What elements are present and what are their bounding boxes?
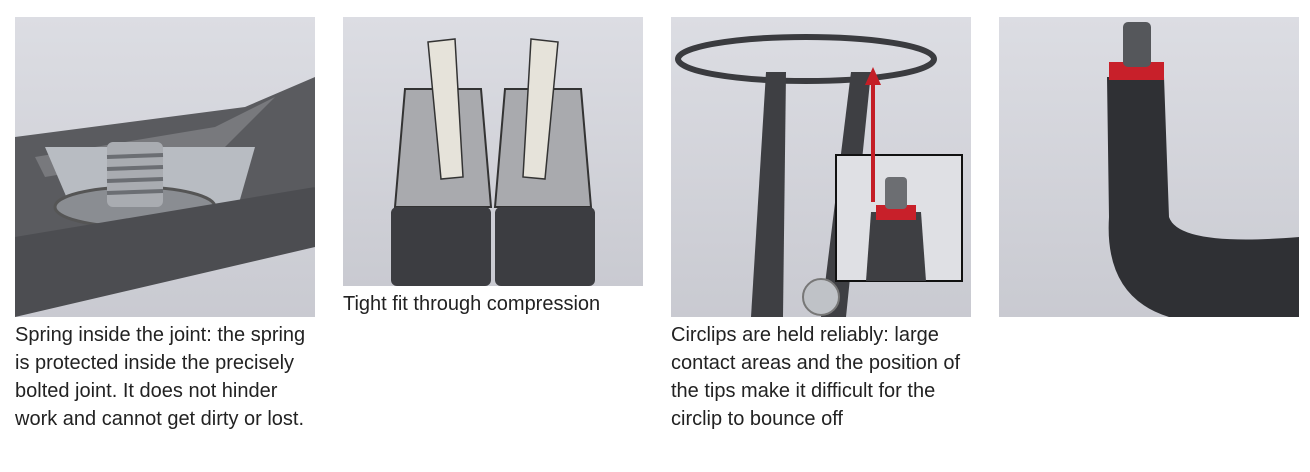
feature-card-circlip: Circlips are held reliably: large contac… xyxy=(671,17,971,433)
feature-caption: Spring inside the joint: the spring is p… xyxy=(15,324,306,430)
feature-caption: Circlips are held reliably: large contac… xyxy=(671,324,961,430)
plier-tips-image xyxy=(343,17,643,286)
feature-card-spring-joint: Spring inside the joint: the spring is p… xyxy=(15,17,315,433)
feature-card-bent-tip xyxy=(999,17,1299,321)
circlip-image xyxy=(671,17,971,317)
bent-tip-image xyxy=(999,17,1299,317)
feature-card-tight-fit: Tight fit through compression xyxy=(343,17,643,318)
spring-joint-image xyxy=(15,17,315,317)
feature-caption: Tight fit through compression xyxy=(343,293,601,315)
